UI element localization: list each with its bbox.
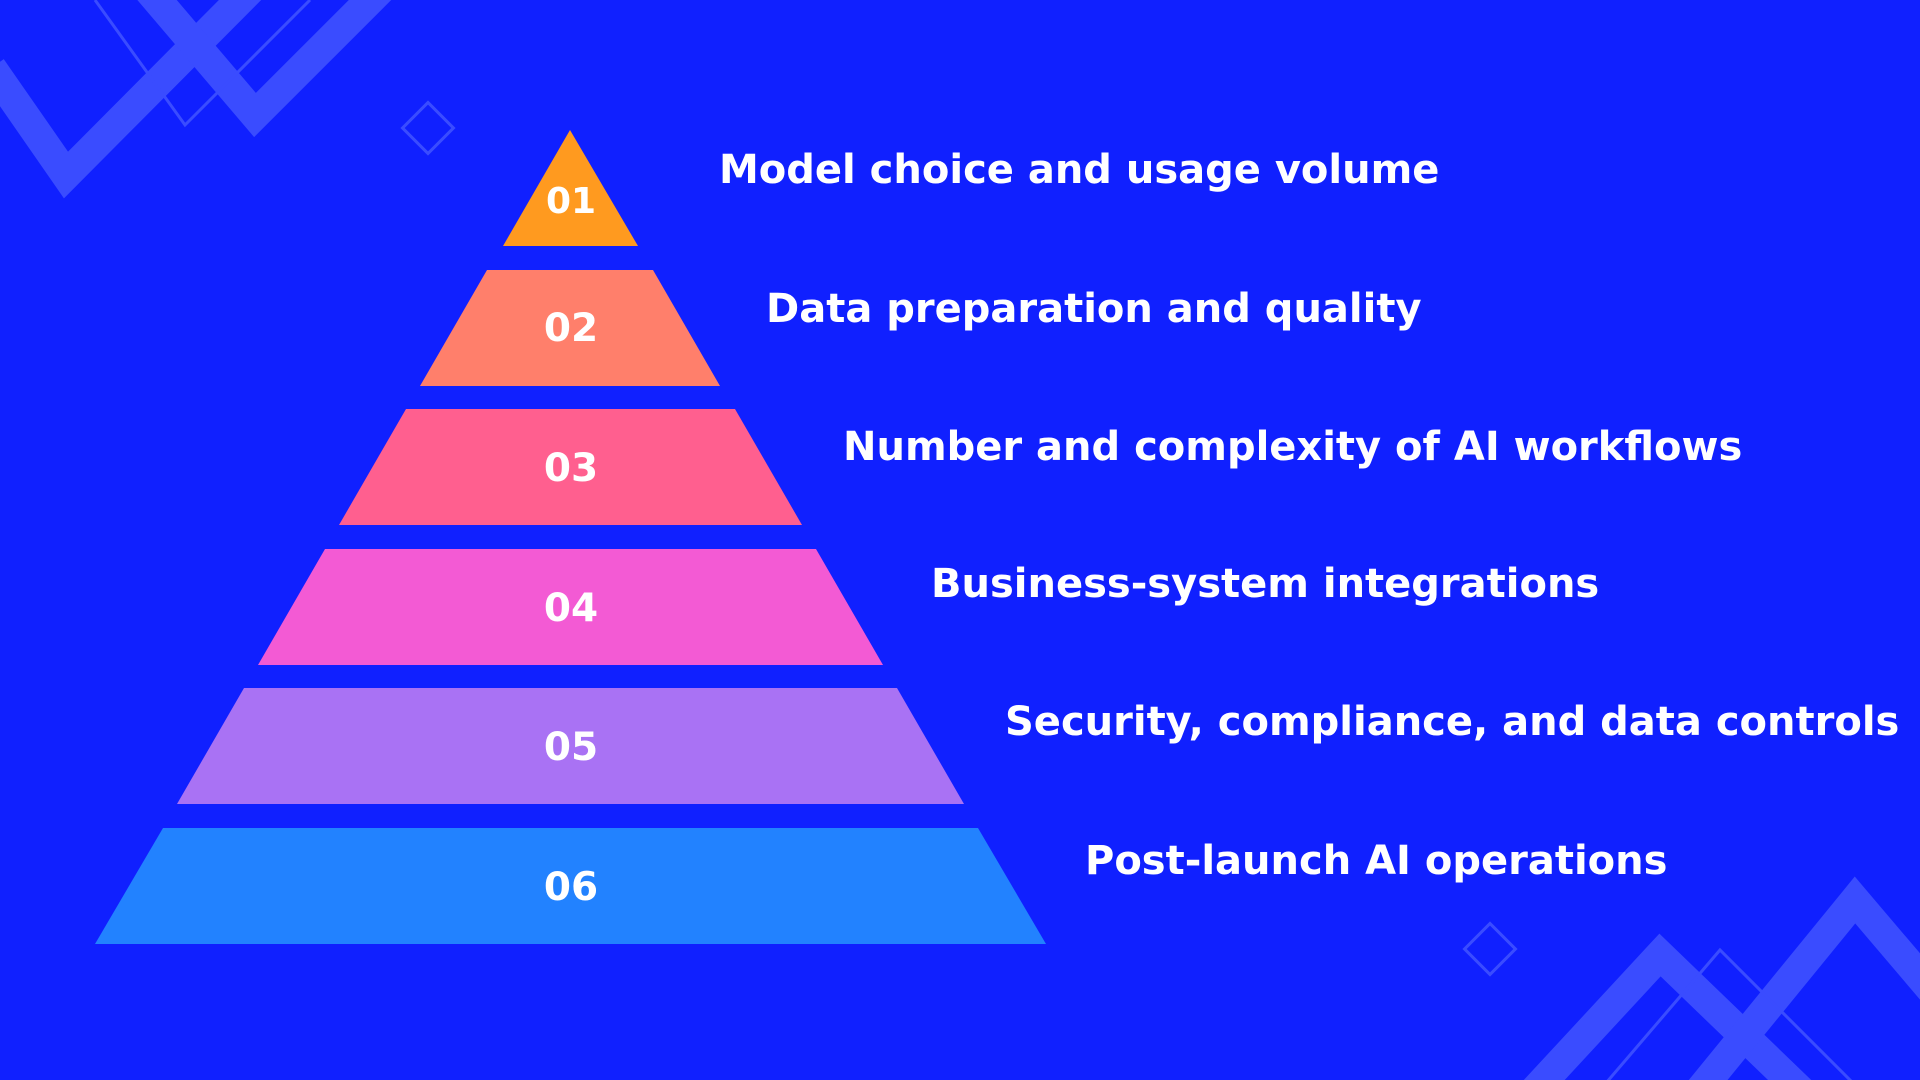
decor-diamond-top — [400, 100, 456, 156]
decor-chevron-bottom-right-2 — [1688, 876, 1920, 1080]
tier-03-shape — [339, 409, 802, 525]
tier-01-number: 01 — [546, 181, 596, 222]
tier-05-number: 05 — [544, 725, 598, 770]
pyramid-tiers — [95, 130, 1046, 944]
tier-06-shape — [95, 828, 1046, 944]
tier-05-shape — [177, 688, 964, 804]
tier-03-number: 03 — [544, 446, 598, 491]
decor-diamond-bottom — [1462, 921, 1518, 977]
tier-03-label: Number and complexity of AI workflows — [843, 424, 1742, 470]
tier-04-number: 04 — [544, 586, 598, 631]
tier-06-number: 06 — [544, 865, 598, 910]
tier-01-shape — [503, 130, 638, 246]
tier-06-label: Post-launch AI operations — [1085, 838, 1667, 884]
tier-05-label: Security, compliance, and data controls — [1005, 699, 1899, 745]
decor-chevron-top-left — [0, 0, 262, 199]
decor-outline-top-left — [93, 0, 312, 128]
background-outline-decoration — [93, 0, 1853, 1080]
tier-02-shape — [420, 270, 720, 386]
decor-chevron-top-left-2 — [137, 0, 392, 138]
decor-outline-bottom-right — [1606, 947, 1853, 1080]
tier-01-label: Model choice and usage volume — [719, 147, 1439, 193]
tier-02-label: Data preparation and quality — [766, 286, 1422, 332]
tier-04-shape — [258, 549, 883, 665]
tier-04-label: Business-system integrations — [931, 561, 1599, 607]
tier-02-number: 02 — [544, 306, 598, 351]
